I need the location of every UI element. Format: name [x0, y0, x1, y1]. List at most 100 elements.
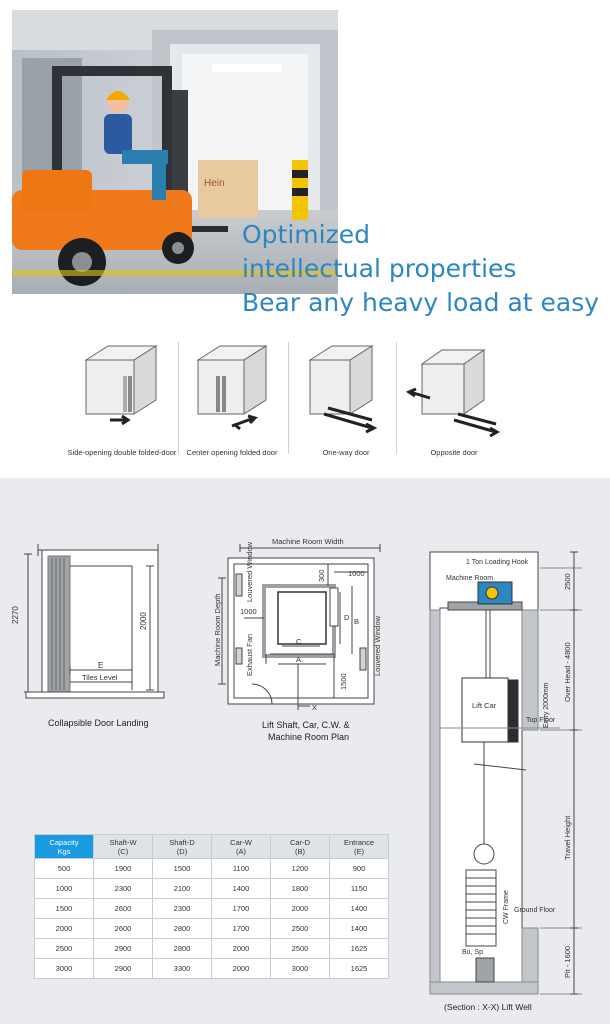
- table-cell: 1000: [34, 878, 94, 899]
- plan-dim-1500: 1500: [339, 673, 348, 690]
- table-cell: 1500: [152, 858, 212, 879]
- door-label-side-opening: Side-opening double folded-door: [67, 448, 177, 457]
- landing-opening-dim: 2000: [139, 612, 148, 630]
- table-cell: 2500: [270, 918, 330, 939]
- plan-caption-line-1: Lift Shaft, Car, C.W. &: [262, 720, 350, 730]
- table-cell: 2000: [270, 898, 330, 919]
- table-cell: 3300: [152, 958, 212, 979]
- door-type-side-opening: Side-opening double folded-door: [52, 336, 192, 466]
- plan-dim-300: 300: [317, 569, 326, 582]
- plan-machine-room-width: Machine Room Width: [272, 537, 344, 546]
- door-label-one-way: One-way door: [322, 448, 370, 457]
- table-row: 2000 2600 2800 1700 2500 1400: [34, 918, 389, 939]
- plan-caption-line-2: Machine Room Plan: [268, 732, 349, 742]
- landing-tiles-label: Tiles Level: [82, 673, 118, 682]
- plan-louvered-window-right: Louvered Window: [373, 615, 382, 676]
- table-cell: 1700: [211, 898, 271, 919]
- table-cell: 3000: [34, 958, 94, 979]
- table-row: 1500 2600 2300 1700 2000 1400: [34, 898, 389, 919]
- table-cell: 2800: [152, 938, 212, 959]
- door-type-center-opening: Center opening folded door: [162, 336, 302, 466]
- opposite-door-icon: [405, 349, 501, 438]
- section-travel-height: Travel Height: [563, 815, 572, 860]
- section-top-floor: Top Floor: [526, 717, 556, 724]
- section-cw-frame: CW Frame: [503, 890, 510, 924]
- plan-label-x: X: [312, 703, 317, 712]
- table-cell: 2000: [34, 918, 94, 939]
- table-cell: 2000: [211, 938, 271, 959]
- table-cell: 1200: [270, 858, 330, 879]
- table-cell: 2500: [34, 938, 94, 959]
- plan-label-c: C: [296, 637, 302, 646]
- plan-louvered-window-top: Louvered Window: [245, 541, 254, 602]
- section-hook-label: 1 Ton Loading Hook: [466, 559, 529, 566]
- table-cell: 2800: [152, 918, 212, 939]
- section-lift-car: Lift Car: [472, 701, 497, 710]
- table-cell: 2900: [93, 938, 153, 959]
- table-header-cell: Car-W(A): [211, 834, 271, 859]
- table-cell: 1400: [329, 898, 389, 919]
- table-header-cell: Shaft-D(D): [152, 834, 212, 859]
- table-cell: 1625: [329, 958, 389, 979]
- section-pit: Pit - 1600: [563, 946, 572, 978]
- section-caption: (Section : X-X) Lift Well: [444, 1002, 532, 1012]
- door-label-center-opening: Center opening folded door: [186, 448, 278, 457]
- hero-box-label: Hein: [204, 178, 225, 189]
- table-cell: 2000: [211, 958, 271, 979]
- door-divider: [178, 342, 179, 454]
- table-cell: 1400: [329, 918, 389, 939]
- tagline-line-1: Optimized: [242, 220, 370, 249]
- table-cell: 2600: [93, 898, 153, 919]
- plan-machine-room-depth: Machine Room Depth: [213, 593, 222, 666]
- plan-label-a: A: [296, 655, 301, 664]
- door-type-opposite: Opposite door: [384, 336, 524, 466]
- table-header-cell: Shaft-W(C): [93, 834, 153, 859]
- table-cell: 1800: [270, 878, 330, 899]
- door-divider: [288, 342, 289, 454]
- table-cell: 2600: [93, 918, 153, 939]
- section-machine-room: Machine Room: [446, 575, 493, 582]
- plan-label-d: D: [344, 613, 350, 622]
- table-cell: 1900: [93, 858, 153, 879]
- plan-drawing: [218, 544, 381, 710]
- plan-label-b: B: [354, 617, 359, 626]
- tagline-line-2: intellectual properties: [242, 254, 517, 283]
- center-opening-door-icon: [196, 345, 268, 431]
- table-cell: 1625: [329, 938, 389, 959]
- landing-caption: Collapsible Door Landing: [48, 718, 149, 728]
- table-cell: 900: [329, 858, 389, 879]
- table-cell: 1400: [211, 878, 271, 899]
- section-drawing: [429, 551, 582, 995]
- table-cell: 3000: [270, 958, 330, 979]
- table-cell: 2100: [152, 878, 212, 899]
- table-cell: 2900: [93, 958, 153, 979]
- table-cell: 2500: [270, 938, 330, 959]
- tagline-line-3: Bear any heavy load at easy: [242, 288, 600, 317]
- section-over-head: Over Head - 4800: [563, 642, 572, 702]
- hero-photo-forklift: Hein: [12, 10, 338, 294]
- table-row: 500 1900 1500 1100 1200 900: [34, 858, 389, 879]
- landing-width-dim: E: [98, 661, 103, 670]
- section-dim-2500: 2500: [563, 573, 572, 590]
- section-entry: Entry 2000mm: [543, 682, 550, 728]
- landing-drawing: [24, 544, 165, 699]
- table-header-cell: Car-D(B): [270, 834, 330, 859]
- table-cell: 500: [34, 858, 94, 879]
- side-opening-door-icon: [84, 345, 158, 426]
- table-cell: 1100: [211, 858, 271, 879]
- table-cell: 1150: [329, 878, 389, 899]
- table-row: 1000 2300 2100 1400 1800 1150: [34, 878, 389, 899]
- door-types-strip: Side-opening double folded-door Center o…: [0, 336, 610, 466]
- table-cell: 2300: [93, 878, 153, 899]
- table-cell: 2300: [152, 898, 212, 919]
- door-type-one-way: One-way door: [276, 336, 416, 466]
- one-way-door-icon: [308, 345, 378, 434]
- door-label-opposite: Opposite door: [430, 448, 478, 457]
- plan-dim-1000-left: 1000: [240, 607, 257, 616]
- door-divider: [396, 342, 397, 454]
- landing-height-dim: 2270: [11, 606, 20, 624]
- plan-dim-1000-top: 1000: [348, 569, 365, 578]
